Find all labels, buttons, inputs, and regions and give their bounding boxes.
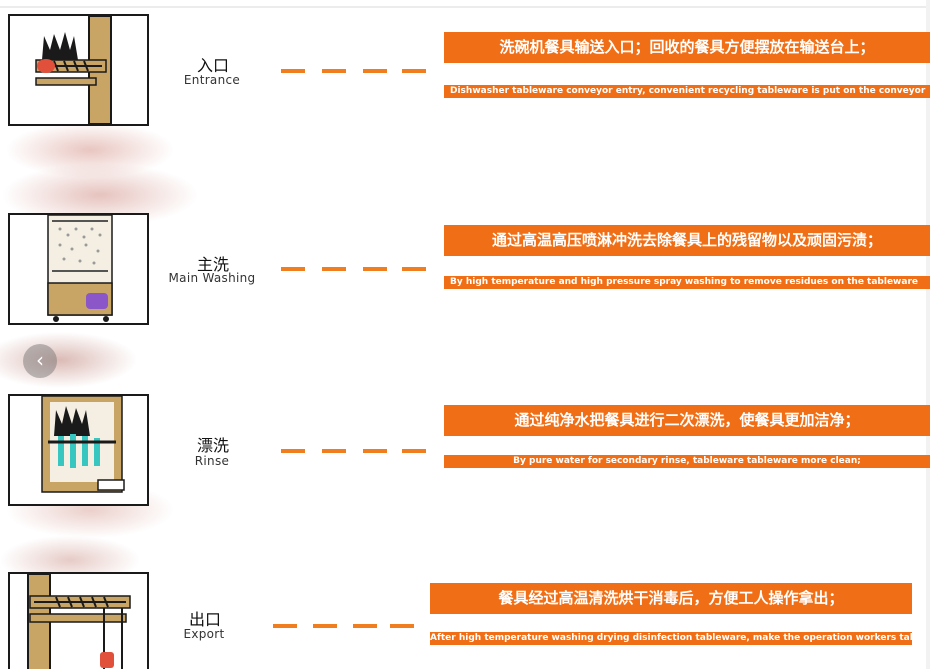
export-description-en: After high temperature washing drying di…	[430, 632, 912, 645]
rinse-dashed-connector	[281, 449, 426, 453]
top-divider	[0, 6, 930, 8]
right-edge-strip	[926, 0, 930, 669]
main-washing-machine-image	[8, 213, 149, 325]
entrance-dashed-connector	[281, 69, 426, 73]
entrance-description-cn: 洗碗机餐具输送入口；回收的餐具方便摆放在输送台上；	[444, 32, 930, 63]
rinse-description-cn: 通过纯净水把餐具进行二次漂洗，使餐具更加洁净；	[444, 405, 930, 436]
entrance-label-en: Entrance	[183, 73, 241, 87]
rinse-label-cn: 漂洗	[196, 436, 229, 455]
export-label-cn: 出口	[188, 610, 221, 629]
entrance-description-en: Dishwasher tableware conveyor entry, con…	[444, 85, 930, 98]
rinse-label-en: Rinse	[194, 454, 230, 468]
entrance-machine-image	[8, 14, 149, 126]
export-label-en: Export	[183, 627, 225, 641]
main-washing-label-en: Main Washing	[168, 271, 256, 285]
entrance-label-cn: 入口	[196, 56, 229, 75]
export-machine-image	[8, 572, 149, 669]
main-washing-label-cn: 主洗	[196, 255, 229, 274]
export-description-cn: 餐具经过高温清洗烘干消毒后，方便工人操作拿出；	[430, 583, 912, 614]
main-washing-description-en: By high temperature and high pressure sp…	[444, 276, 930, 289]
rinse-description-en: By pure water for secondary rinse, table…	[444, 455, 930, 468]
export-dashed-connector	[273, 624, 414, 628]
carousel-prev-button[interactable]: ‹	[23, 344, 57, 378]
main-washing-description-cn: 通过高温高压喷淋冲洗去除餐具上的残留物以及顽固污渍；	[444, 225, 930, 256]
main-washing-dashed-connector	[281, 267, 426, 271]
rinse-machine-image	[8, 394, 149, 506]
